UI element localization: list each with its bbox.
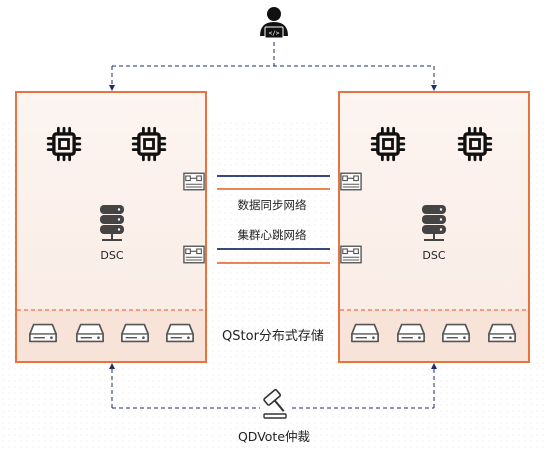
data-sync-network-label: 数据同步网络 [238,198,307,212]
developer-user-icon: </> [260,7,288,39]
network-port-icon [183,245,205,264]
distributed-storage-label: QStor分布式存储 [222,329,324,344]
disk-icon [165,323,195,343]
network-port-icon [340,245,362,264]
dsc-label-right: DSC [422,249,445,262]
dsc-label-left: DSC [100,249,123,262]
heartbeat-network-lines [217,248,330,264]
disk-icon [396,323,426,343]
svg-text:</>: </> [269,30,280,37]
disk-icon [75,323,105,343]
network-port-icon [183,172,205,191]
disk-icon [120,323,150,343]
admin-connection-lines [109,42,437,91]
disk-icon [350,323,380,343]
disk-icon [441,323,471,343]
gavel-icon [263,389,287,419]
arbiter-label: QDVote仲裁 [238,429,310,444]
disk-icon [28,323,58,343]
heartbeat-network-label: 集群心跳网络 [238,228,307,242]
arbiter-connection-lines [109,363,437,409]
data-sync-network-lines [217,175,330,190]
disk-icon [487,323,517,343]
network-port-icon [340,172,362,191]
